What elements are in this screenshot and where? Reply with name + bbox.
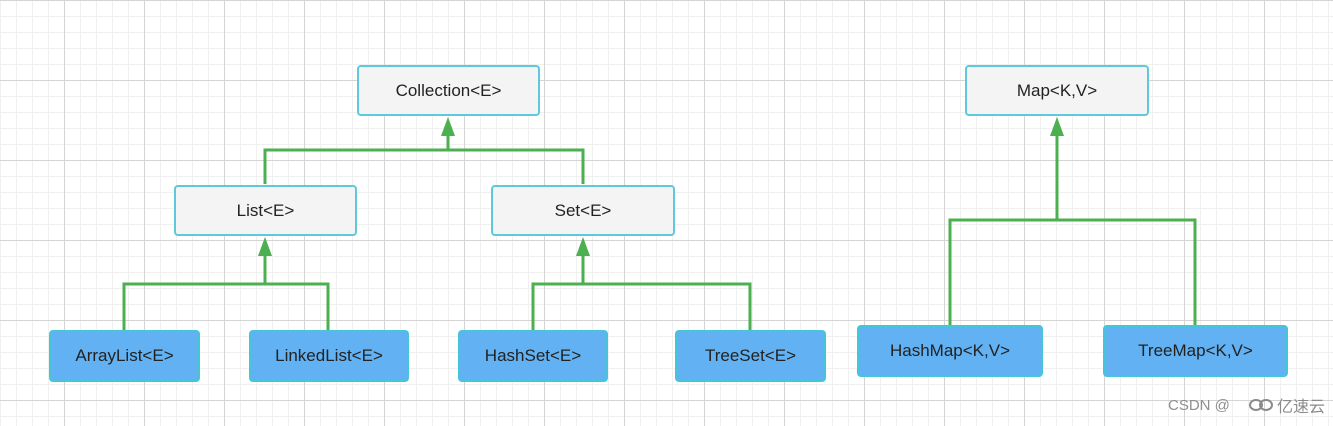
treeset-node[interactable]: TreeSet<E> (675, 330, 826, 382)
map-node[interactable]: Map<K,V> (965, 65, 1149, 116)
arrowhead-map (1050, 117, 1064, 136)
linkedlist-node[interactable]: LinkedList<E> (249, 330, 409, 382)
edge-hashmap-treemap-to-map (948, 134, 1197, 325)
brand-watermark: 亿速云 (1248, 393, 1325, 417)
arrowhead-list (258, 237, 272, 256)
hashmap-node[interactable]: HashMap<K,V> (857, 325, 1043, 377)
list-node[interactable]: List<E> (174, 185, 357, 236)
arraylist-node[interactable]: ArrayList<E> (49, 330, 200, 382)
brand-watermark-text: 亿速云 (1277, 399, 1326, 416)
treemap-node[interactable]: TreeMap<K,V> (1103, 325, 1288, 377)
set-node[interactable]: Set<E> (491, 185, 675, 236)
edge-hashset-treeset-to-set (531, 254, 752, 330)
yisu-cloud-logo-icon (1248, 397, 1274, 413)
arrowhead-collection (441, 117, 455, 136)
hashset-node[interactable]: HashSet<E> (458, 330, 608, 382)
edge-arraylist-linkedlist-to-list (122, 254, 330, 330)
edge-list-set-to-collection (263, 134, 585, 184)
collection-node[interactable]: Collection<E> (357, 65, 540, 116)
arrowhead-set (576, 237, 590, 256)
csdn-watermark: CSDN @ (1168, 397, 1230, 414)
